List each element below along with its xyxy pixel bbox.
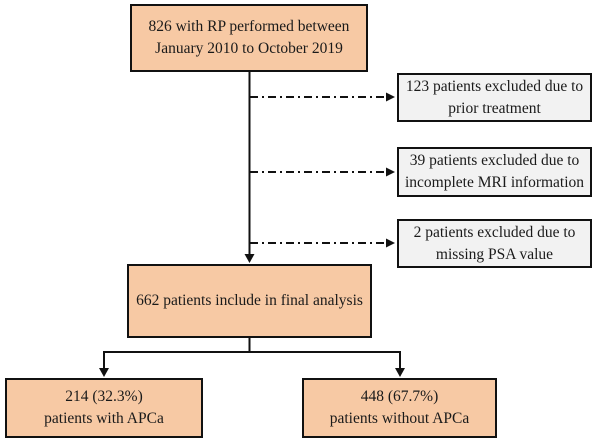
arrowhead-down-right	[395, 368, 405, 377]
box-excluded-prior-treatment: 123 patients excluded due to prior treat…	[397, 73, 592, 122]
box-excluded-incomplete-mri: 39 patients excluded due to incomplete M…	[397, 147, 592, 197]
box-with-apca-line2: patients with APCa	[44, 410, 164, 427]
box-without-apca: 448 (67.7%) patients without APCa	[302, 378, 497, 438]
box-without-apca-line1: 448 (67.7%)	[360, 388, 439, 405]
arrowhead-down-left	[99, 368, 109, 377]
box-with-apca-line1: 214 (32.3%)	[65, 388, 143, 405]
arrowhead-right-1	[386, 92, 395, 102]
box-rp-performed-line1: 826 with RP performed between	[148, 18, 350, 35]
box-excluded-missing-psa-line1: 2 patients excluded due to	[413, 223, 576, 241]
box-excluded-prior-treatment-line2: prior treatment	[448, 99, 541, 117]
box-without-apca-line2: patients without APCa	[329, 410, 470, 427]
arrowhead-right-3	[386, 238, 395, 248]
box-excluded-missing-psa-line2: missing PSA value	[435, 245, 554, 263]
arrowhead-right-2	[386, 167, 395, 177]
box-excluded-missing-psa: 2 patients excluded due to missing PSA v…	[397, 219, 592, 268]
box-final-analysis: 662 patients include in final analysis	[127, 264, 372, 338]
box-rp-performed: 826 with RP performed between January 20…	[130, 4, 368, 72]
arrowhead-down-final	[244, 254, 255, 263]
box-with-apca: 214 (32.3%) patients with APCa	[5, 378, 203, 438]
box-excluded-prior-treatment-line1: 123 patients excluded due to	[405, 77, 584, 95]
box-excluded-incomplete-mri-line1: 39 patients excluded due to	[409, 152, 580, 169]
box-final-analysis-line1: 662 patients include in final analysis	[136, 292, 363, 309]
box-rp-performed-line2: January 2010 to October 2019	[155, 40, 343, 57]
box-excluded-incomplete-mri-line2: incomplete MRI information	[404, 174, 585, 191]
